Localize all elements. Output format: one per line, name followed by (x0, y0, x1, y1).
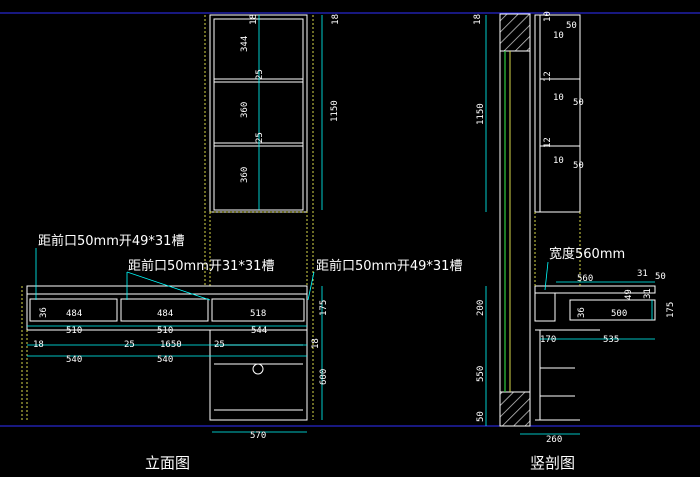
dim-175: 175 (319, 300, 329, 316)
dim-shelf-360a: 360 (240, 102, 250, 118)
sec-dim-50b: 50 (573, 98, 584, 108)
dim-18b: 18 (311, 338, 321, 349)
dim-540b: 540 (157, 355, 173, 365)
dim-shelf-344: 344 (240, 36, 250, 52)
sec-dim-12a: 12 (543, 71, 553, 82)
dim-544: 544 (251, 326, 267, 336)
dim-510b: 510 (157, 326, 173, 336)
sec-dim-260: 260 (546, 435, 562, 445)
dim-h-1150: 1150 (330, 100, 340, 122)
drawer-left (29, 298, 118, 322)
note-width: 宽度560mm (549, 246, 625, 262)
wall-hatch-top (499, 13, 531, 52)
dim-600: 600 (319, 369, 329, 385)
section-dim-lines (485, 15, 655, 435)
sec-dim-31: 31 (637, 269, 648, 279)
lower-cabinet (209, 329, 308, 421)
upper-cabinet (209, 14, 308, 213)
dim-drawer-484b: 484 (157, 309, 173, 319)
note-groove-right: 距前口50mm开49*31槽 (316, 258, 462, 274)
elevation-view (21, 14, 314, 421)
dim-510a: 510 (66, 326, 82, 336)
sec-dim-12b: 12 (543, 137, 553, 148)
sec-dim-10d: 10 (553, 156, 564, 166)
dim-25b: 25 (214, 340, 225, 350)
sec-dim-560: 560 (577, 274, 593, 284)
dim-top-18b: 18 (331, 14, 341, 25)
sec-dim-500: 500 (611, 309, 627, 319)
sec-dim-50: 50 (476, 411, 486, 422)
desk-section-top (534, 285, 656, 294)
dim-shelf-25b: 25 (255, 132, 265, 143)
dim-drawer-518: 518 (250, 309, 266, 319)
sec-dim-200: 200 (476, 300, 486, 316)
dim-drawer-36: 36 (39, 307, 49, 318)
sec-dim-36: 36 (577, 307, 587, 318)
note-groove-left: 距前口50mm开49*31槽 (38, 233, 184, 249)
sec-dim-175: 175 (666, 302, 676, 318)
sec-dim-535: 535 (603, 335, 619, 345)
dim-540a: 540 (66, 355, 82, 365)
sec-dim-31b: 31 (643, 288, 653, 299)
drawer-right (211, 298, 305, 322)
dim-1650: 1650 (160, 340, 182, 350)
sec-dim-550: 550 (476, 366, 486, 382)
sec-dim-170: 170 (540, 335, 556, 345)
sec-dim-18: 18 (473, 14, 483, 25)
desk-top (26, 285, 308, 295)
dim-18a: 18 (33, 340, 44, 350)
dim-top-18: 18 (249, 14, 259, 25)
dim-570: 570 (250, 431, 266, 441)
dim-shelf-360b: 360 (240, 167, 250, 183)
drawer-section (534, 292, 556, 322)
drawer-mid (120, 298, 209, 322)
sec-dim-49: 49 (624, 289, 634, 300)
sec-dim-1150: 1150 (476, 103, 486, 125)
sec-dim-50a: 50 (566, 21, 577, 31)
caption-elevation: 立面图 (145, 454, 190, 472)
dim-drawer-484a: 484 (66, 309, 82, 319)
elevation-dim-lines (27, 15, 323, 433)
dim-shelf-25a: 25 (255, 69, 265, 80)
dim-25a: 25 (124, 340, 135, 350)
note-groove-mid: 距前口50mm开31*31槽 (128, 258, 274, 274)
sec-dim-10b: 10 (553, 31, 564, 41)
section-view (499, 13, 656, 427)
upper-section (534, 14, 581, 213)
wall-hatch-bottom (499, 391, 531, 427)
sec-dim-10c: 10 (553, 93, 564, 103)
caption-section: 竖剖图 (530, 454, 575, 472)
sec-dim-10a: 10 (543, 11, 553, 22)
sec-dim-50c: 50 (573, 161, 584, 171)
sec-dim-50d: 50 (655, 272, 666, 282)
drawer-knob (252, 363, 264, 375)
